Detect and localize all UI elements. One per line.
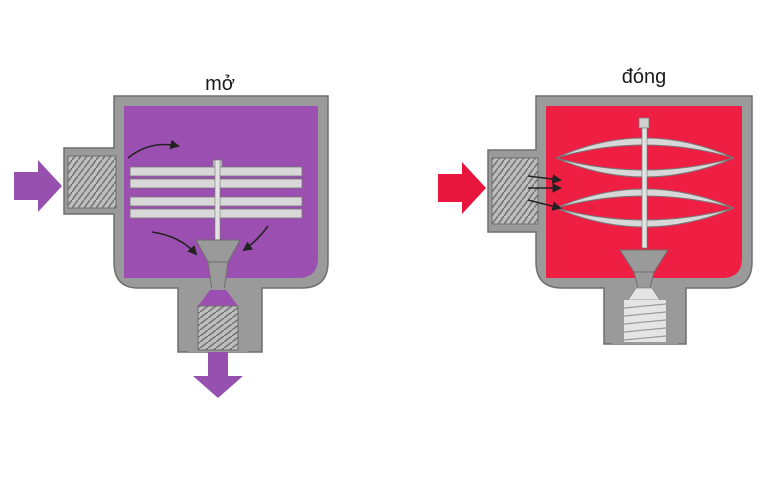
open-trap bbox=[14, 96, 328, 398]
open-inlet-thread bbox=[68, 156, 116, 208]
closed-inlet-arrow bbox=[438, 162, 486, 214]
open-outlet-arrow bbox=[193, 352, 243, 398]
closed-inlet-thread bbox=[492, 158, 538, 224]
closed-trap bbox=[438, 96, 752, 344]
open-inlet-arrow bbox=[14, 160, 62, 212]
